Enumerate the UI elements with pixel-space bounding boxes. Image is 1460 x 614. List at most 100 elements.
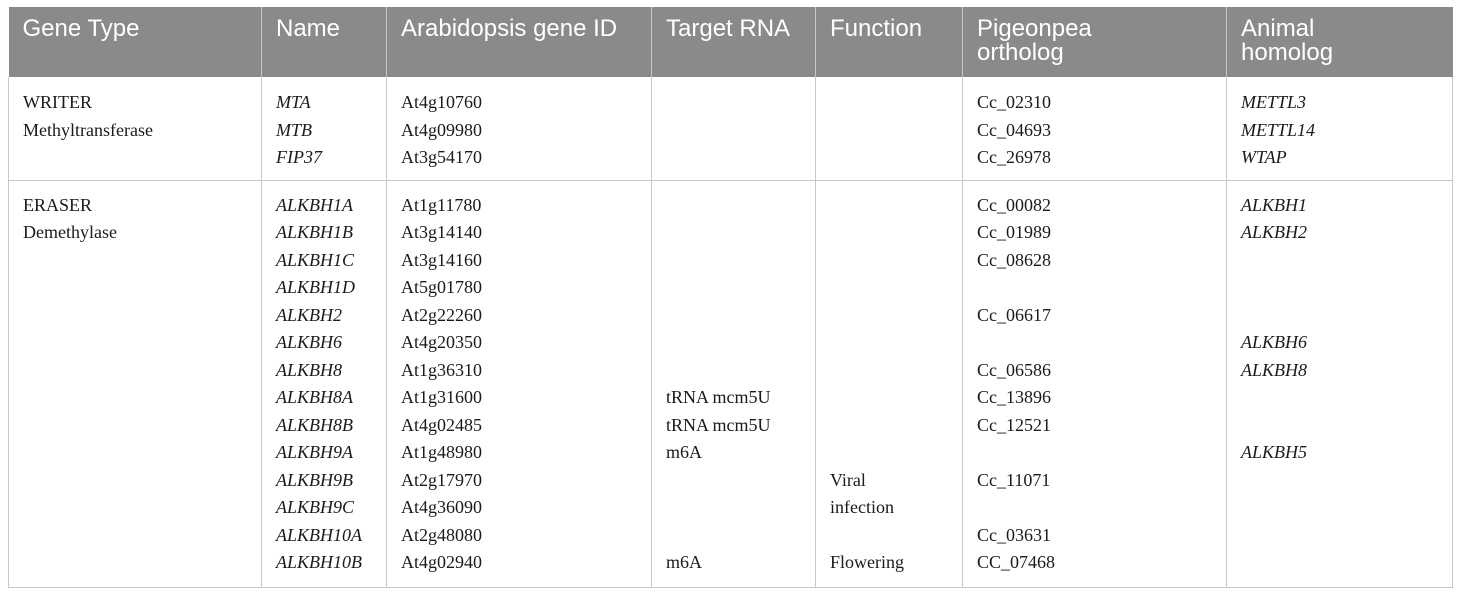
cell-line — [666, 329, 807, 357]
cell-line — [666, 192, 807, 220]
cell-line: ALKBH2 — [276, 304, 343, 325]
cell-line: At4g36090 — [401, 497, 482, 517]
cell-line: At4g20350 — [401, 332, 482, 352]
cell-line — [830, 274, 954, 302]
cell-line: Cc_03631 — [977, 524, 1051, 545]
cell-line: ALKBH9C — [276, 497, 355, 517]
header-gene-type: Gene Type — [8, 7, 262, 77]
cell-line: Cc_26978 — [977, 147, 1051, 167]
cell-line — [830, 247, 954, 275]
cell-line: ALKBH1C — [276, 249, 355, 270]
cell-line: At4g02485 — [401, 414, 482, 435]
cell-line: m6A — [666, 552, 702, 572]
cell-line — [830, 302, 954, 330]
table-row: ERASER Demethylase ALKBH1A ALKBH1B ALKBH… — [8, 180, 1453, 588]
cell-gene-id: At4g10760 At4g09980 At3g54170 — [386, 77, 652, 181]
cell-line: ERASER — [23, 194, 93, 215]
cell-line: FIP37 — [276, 147, 322, 167]
header-arabidopsis-gene-id: Arabidopsis gene ID — [386, 7, 652, 77]
cell-line: ALKBH1 — [1241, 194, 1308, 215]
cell-line — [830, 219, 954, 247]
cell-line: ALKBH1A — [276, 194, 354, 215]
cell-line: At4g02940 — [401, 552, 482, 572]
cell-line: ALKBH9B — [276, 469, 354, 490]
cell-line: m6A — [666, 442, 702, 462]
cell-ortholog: Cc_00082 Cc_01989 Cc_08628 Cc_06617 Cc_0… — [962, 180, 1227, 588]
cell-line — [830, 329, 954, 357]
cell-name: MTA MTB FIP37 — [261, 77, 387, 181]
cell-line: WRITER — [23, 92, 92, 112]
cell-line: Cc_12521 — [977, 414, 1051, 435]
cell-line: At1g48980 — [401, 442, 482, 462]
cell-line: ALKBH8 — [1241, 359, 1308, 380]
cell-line — [830, 384, 954, 412]
header-animal-homolog: Animal homolog — [1226, 7, 1453, 77]
cell-line — [1241, 384, 1444, 412]
cell-line: ALKBH8 — [276, 359, 343, 380]
cell-line: MTA — [276, 92, 311, 112]
cell-gene-id: At1g11780 At3g14140 At3g14160 At5g01780 … — [386, 180, 652, 588]
cell-function: Viral infection Flowering — [815, 180, 963, 588]
cell-line: Cc_02310 — [977, 92, 1051, 112]
cell-line — [830, 192, 954, 220]
cell-line — [830, 439, 954, 467]
cell-line — [666, 357, 807, 385]
cell-line: ALKBH5 — [1241, 442, 1308, 462]
cell-line: ALKBH8B — [276, 414, 354, 435]
cell-line: Demethylase — [23, 222, 117, 242]
cell-gene-type: ERASER Demethylase — [8, 180, 262, 588]
cell-line: At4g10760 — [401, 92, 482, 112]
cell-line: At5g01780 — [401, 277, 482, 297]
cell-line: Flowering — [830, 552, 904, 572]
cell-line — [666, 522, 807, 550]
cell-line: Cc_06586 — [977, 359, 1051, 380]
cell-line: METTL3 — [1241, 92, 1307, 112]
header-pigeonpea-ortholog: Pigeonpea ortholog — [962, 7, 1227, 77]
cell-line: Methyltransferase — [23, 119, 153, 140]
cell-line — [666, 467, 807, 495]
cell-line: Cc_00082 — [977, 194, 1051, 215]
cell-line — [666, 247, 807, 275]
cell-name: ALKBH1A ALKBH1B ALKBH1C ALKBH1D ALKBH2 A… — [261, 180, 387, 588]
cell-homolog: ALKBH1 ALKBH2 ALKBH6 ALKBH8 ALKBH5 — [1226, 180, 1453, 588]
cell-line — [666, 117, 807, 145]
cell-line: ALKBH1D — [276, 277, 356, 297]
header-function: Function — [815, 7, 963, 77]
cell-line — [830, 117, 954, 145]
cell-gene-type: WRITER Methyltransferase — [8, 77, 262, 181]
cell-line: At4g09980 — [401, 119, 482, 140]
cell-line — [1241, 302, 1444, 330]
cell-line: ALKBH6 — [276, 332, 343, 352]
gene-table: Gene Type Name Arabidopsis gene ID Targe… — [8, 7, 1453, 588]
cell-line: tRNA mcm5U — [666, 387, 771, 407]
cell-line — [977, 494, 1218, 522]
header-row: Gene Type Name Arabidopsis gene ID Targe… — [8, 7, 1453, 77]
cell-line: Cc_13896 — [977, 387, 1051, 407]
cell-line — [977, 274, 1218, 302]
cell-line — [1241, 467, 1444, 495]
cell-line — [1241, 522, 1444, 550]
cell-line — [830, 357, 954, 385]
cell-line: Cc_04693 — [977, 119, 1051, 140]
table-row: WRITER Methyltransferase MTA MTB FIP37 A… — [8, 77, 1453, 181]
cell-line: ALKBH10A — [276, 524, 363, 545]
cell-ortholog: Cc_02310 Cc_04693 Cc_26978 — [962, 77, 1227, 181]
cell-line: MTB — [276, 119, 312, 140]
cell-line: At2g17970 — [401, 469, 482, 490]
cell-line: At1g11780 — [401, 194, 482, 215]
cell-line: WTAP — [1241, 147, 1287, 167]
cell-line — [830, 412, 954, 440]
cell-line: Cc_06617 — [977, 304, 1051, 325]
cell-line: Cc_11071 — [977, 469, 1051, 490]
cell-line: tRNA mcm5U — [666, 414, 771, 435]
cell-line — [830, 89, 954, 117]
cell-line: METTL14 — [1241, 119, 1316, 140]
cell-line: ALKBH8A — [276, 387, 354, 407]
cell-line: At3g14140 — [401, 222, 482, 242]
cell-line: Viral — [830, 469, 866, 490]
cell-line — [1241, 549, 1444, 577]
cell-line — [977, 329, 1218, 357]
cell-line: ALKBH1B — [276, 222, 354, 242]
cell-line: At2g48080 — [401, 524, 482, 545]
cell-line: ALKBH2 — [1241, 222, 1308, 242]
